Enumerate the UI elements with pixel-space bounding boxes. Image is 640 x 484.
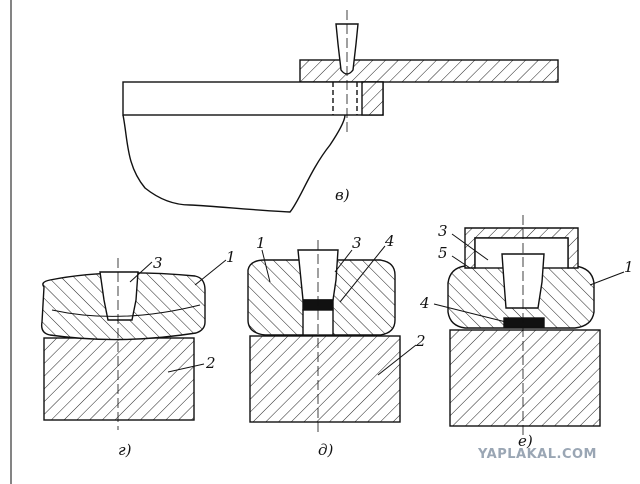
block-2-e <box>449 329 601 427</box>
label-g-2: 2 <box>205 354 216 372</box>
caption-g: г) <box>118 441 132 459</box>
body-hatch <box>361 81 384 116</box>
figure-g: 3 1 2 г) <box>40 248 236 459</box>
label-e-4: 4 <box>419 294 430 312</box>
drift-punch <box>335 23 359 75</box>
label-e-3: 3 <box>438 222 448 240</box>
caption-e: е) <box>518 432 533 450</box>
base-outline <box>122 114 346 213</box>
figure-d: 1 3 4 2 д) <box>247 232 426 459</box>
body-bar <box>122 81 384 116</box>
label-e-5: 5 <box>438 244 448 262</box>
watermark: YAPLAKAL.COM <box>477 447 597 462</box>
block-2-g <box>43 337 195 421</box>
label-g-1: 1 <box>226 248 236 266</box>
label-d-3: 3 <box>352 234 362 252</box>
label-g-3: 3 <box>153 254 163 272</box>
label-e-1: 1 <box>624 258 634 276</box>
label-d-1: 1 <box>256 234 266 252</box>
label-d-4: 4 <box>384 232 395 250</box>
figure-v: в) <box>122 10 559 213</box>
spacer-4-e <box>503 317 545 328</box>
caption-v: в) <box>335 186 350 204</box>
label-d-2: 2 <box>415 332 426 350</box>
figure-e: 3 5 1 4 е) <box>419 215 634 450</box>
block-2-d <box>249 335 401 423</box>
pin-3-g <box>99 271 139 321</box>
plate-top <box>299 59 559 83</box>
caption-d: д) <box>318 441 334 459</box>
